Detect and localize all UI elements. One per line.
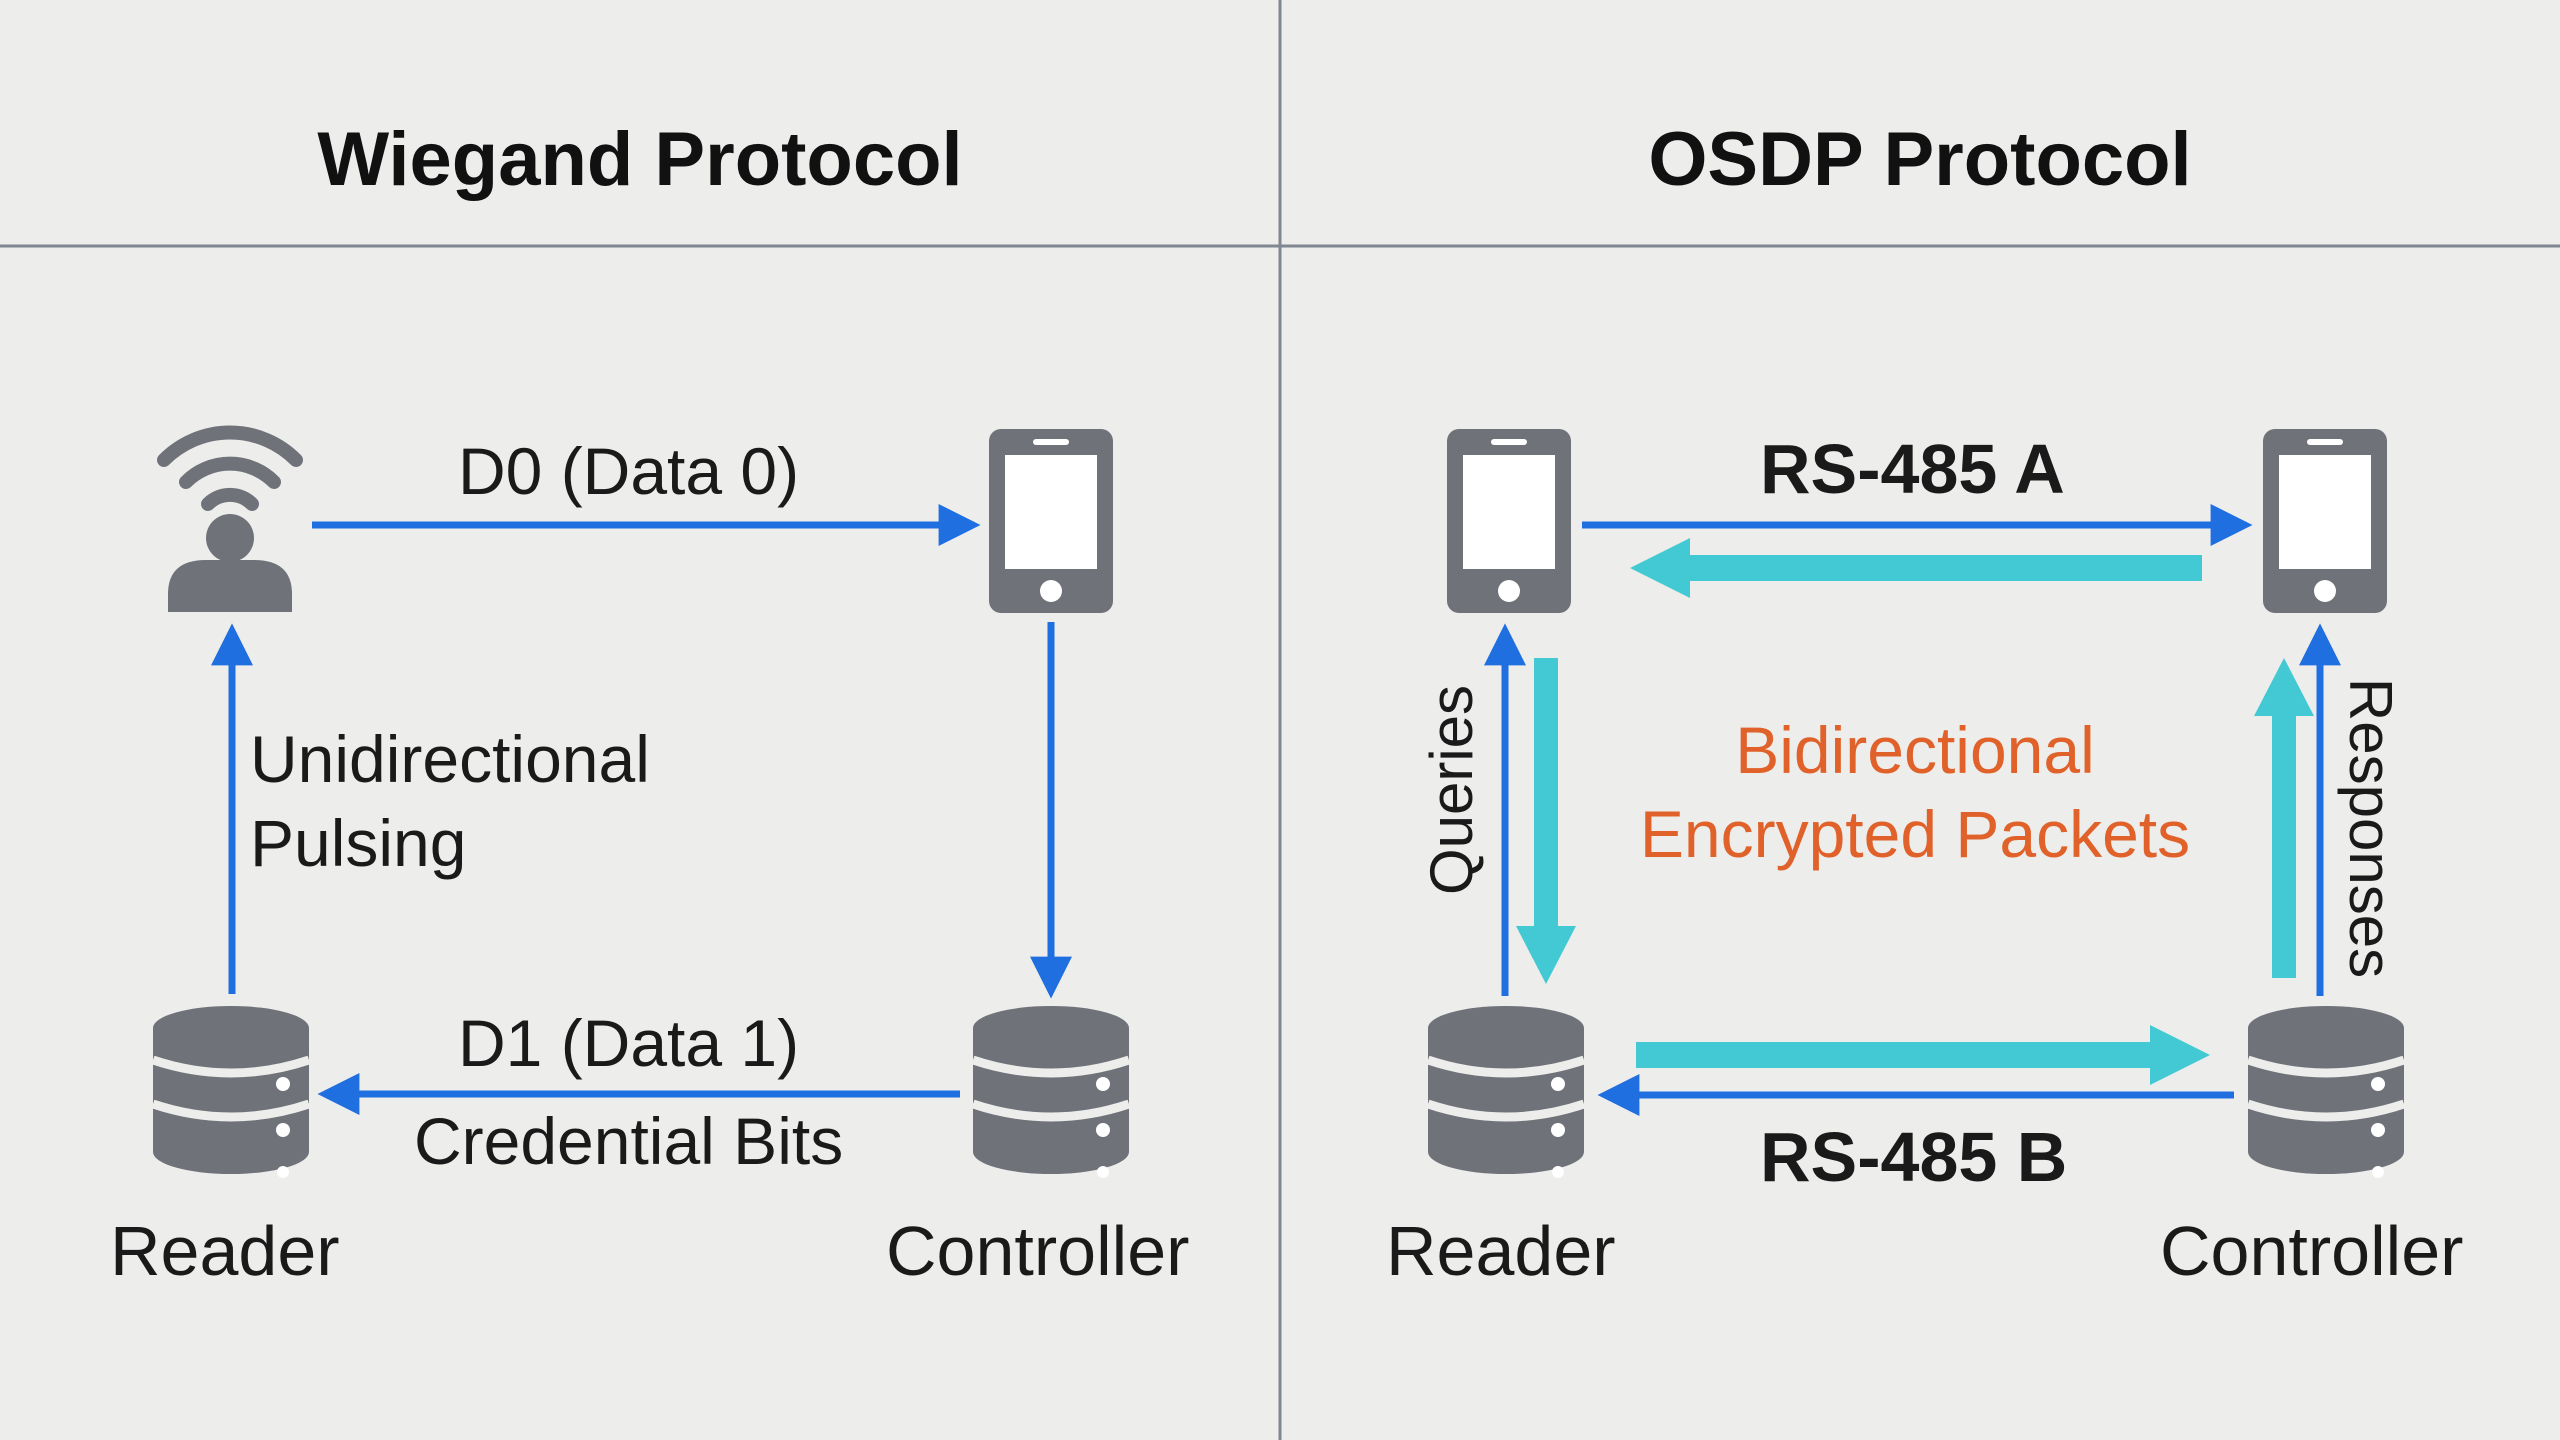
osdp-note-line1: Bidirectional bbox=[1735, 713, 2095, 787]
database-icon bbox=[973, 1006, 1129, 1178]
smartphone-icon bbox=[989, 429, 1113, 613]
osdp-note-line2: Encrypted Packets bbox=[1639, 797, 2191, 871]
wiegand-title: Wiegand Protocol bbox=[317, 117, 963, 202]
smartphone-icon bbox=[2263, 429, 2387, 613]
osdp-note: Bidirectional Encrypted Packets bbox=[1570, 708, 2260, 876]
cyan-packet-arrow-down bbox=[1516, 658, 1576, 984]
osdp-title: OSDP Protocol bbox=[1648, 117, 2192, 202]
credential-bits-label: Credential Bits bbox=[414, 1104, 844, 1178]
cyan-packet-arrow-up bbox=[2254, 658, 2314, 978]
osdp-reader-label: Reader bbox=[1386, 1212, 1616, 1290]
cyan-packet-arrow-left bbox=[1630, 538, 2202, 598]
database-icon bbox=[1428, 1006, 1584, 1178]
responses-label: Responses bbox=[2337, 677, 2404, 979]
database-icon bbox=[153, 1006, 309, 1178]
d1-label: D1 (Data 1) bbox=[458, 1006, 800, 1080]
osdp-controller-label: Controller bbox=[2160, 1212, 2464, 1290]
d0-label: D0 (Data 0) bbox=[458, 434, 800, 508]
wiegand-reader-label: Reader bbox=[110, 1212, 340, 1290]
flow-label-line2: Pulsing bbox=[250, 806, 467, 880]
wireless-user-icon bbox=[157, 425, 303, 612]
flow-label-line1: Unidirectional bbox=[250, 722, 650, 796]
wiegand-controller-label: Controller bbox=[886, 1212, 1190, 1290]
smartphone-icon bbox=[1447, 429, 1571, 613]
database-icon bbox=[2248, 1006, 2404, 1178]
rs485-b-label: RS-485 B bbox=[1760, 1118, 2068, 1196]
queries-label: Queries bbox=[1418, 684, 1485, 896]
rs485-a-label: RS-485 A bbox=[1760, 430, 2065, 508]
cyan-packet-arrow-right bbox=[1636, 1025, 2210, 1085]
